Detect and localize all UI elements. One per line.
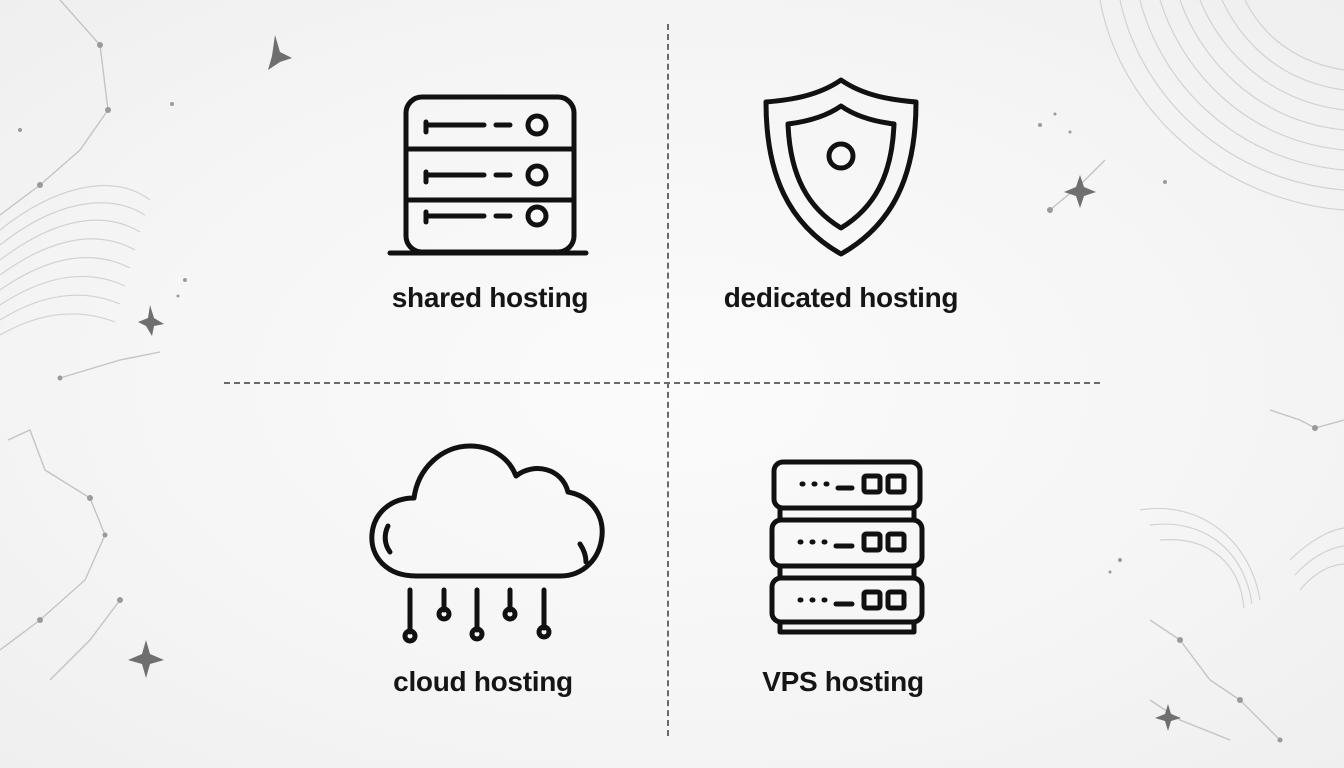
quadrant-label-shared: shared hosting (391, 282, 589, 313)
quadrant-label-cloud: cloud hosting (393, 666, 573, 697)
shield-icon (763, 77, 919, 257)
cloud-network-icon (369, 443, 605, 644)
quadrant-label-dedicated: dedicated hosting (723, 282, 959, 313)
vertical-divider (667, 24, 669, 736)
server-stack-icon (769, 459, 925, 635)
quadrant-label-vps: VPS hosting (762, 666, 924, 697)
server-rack-icon (387, 94, 589, 256)
horizontal-divider (224, 382, 1100, 384)
